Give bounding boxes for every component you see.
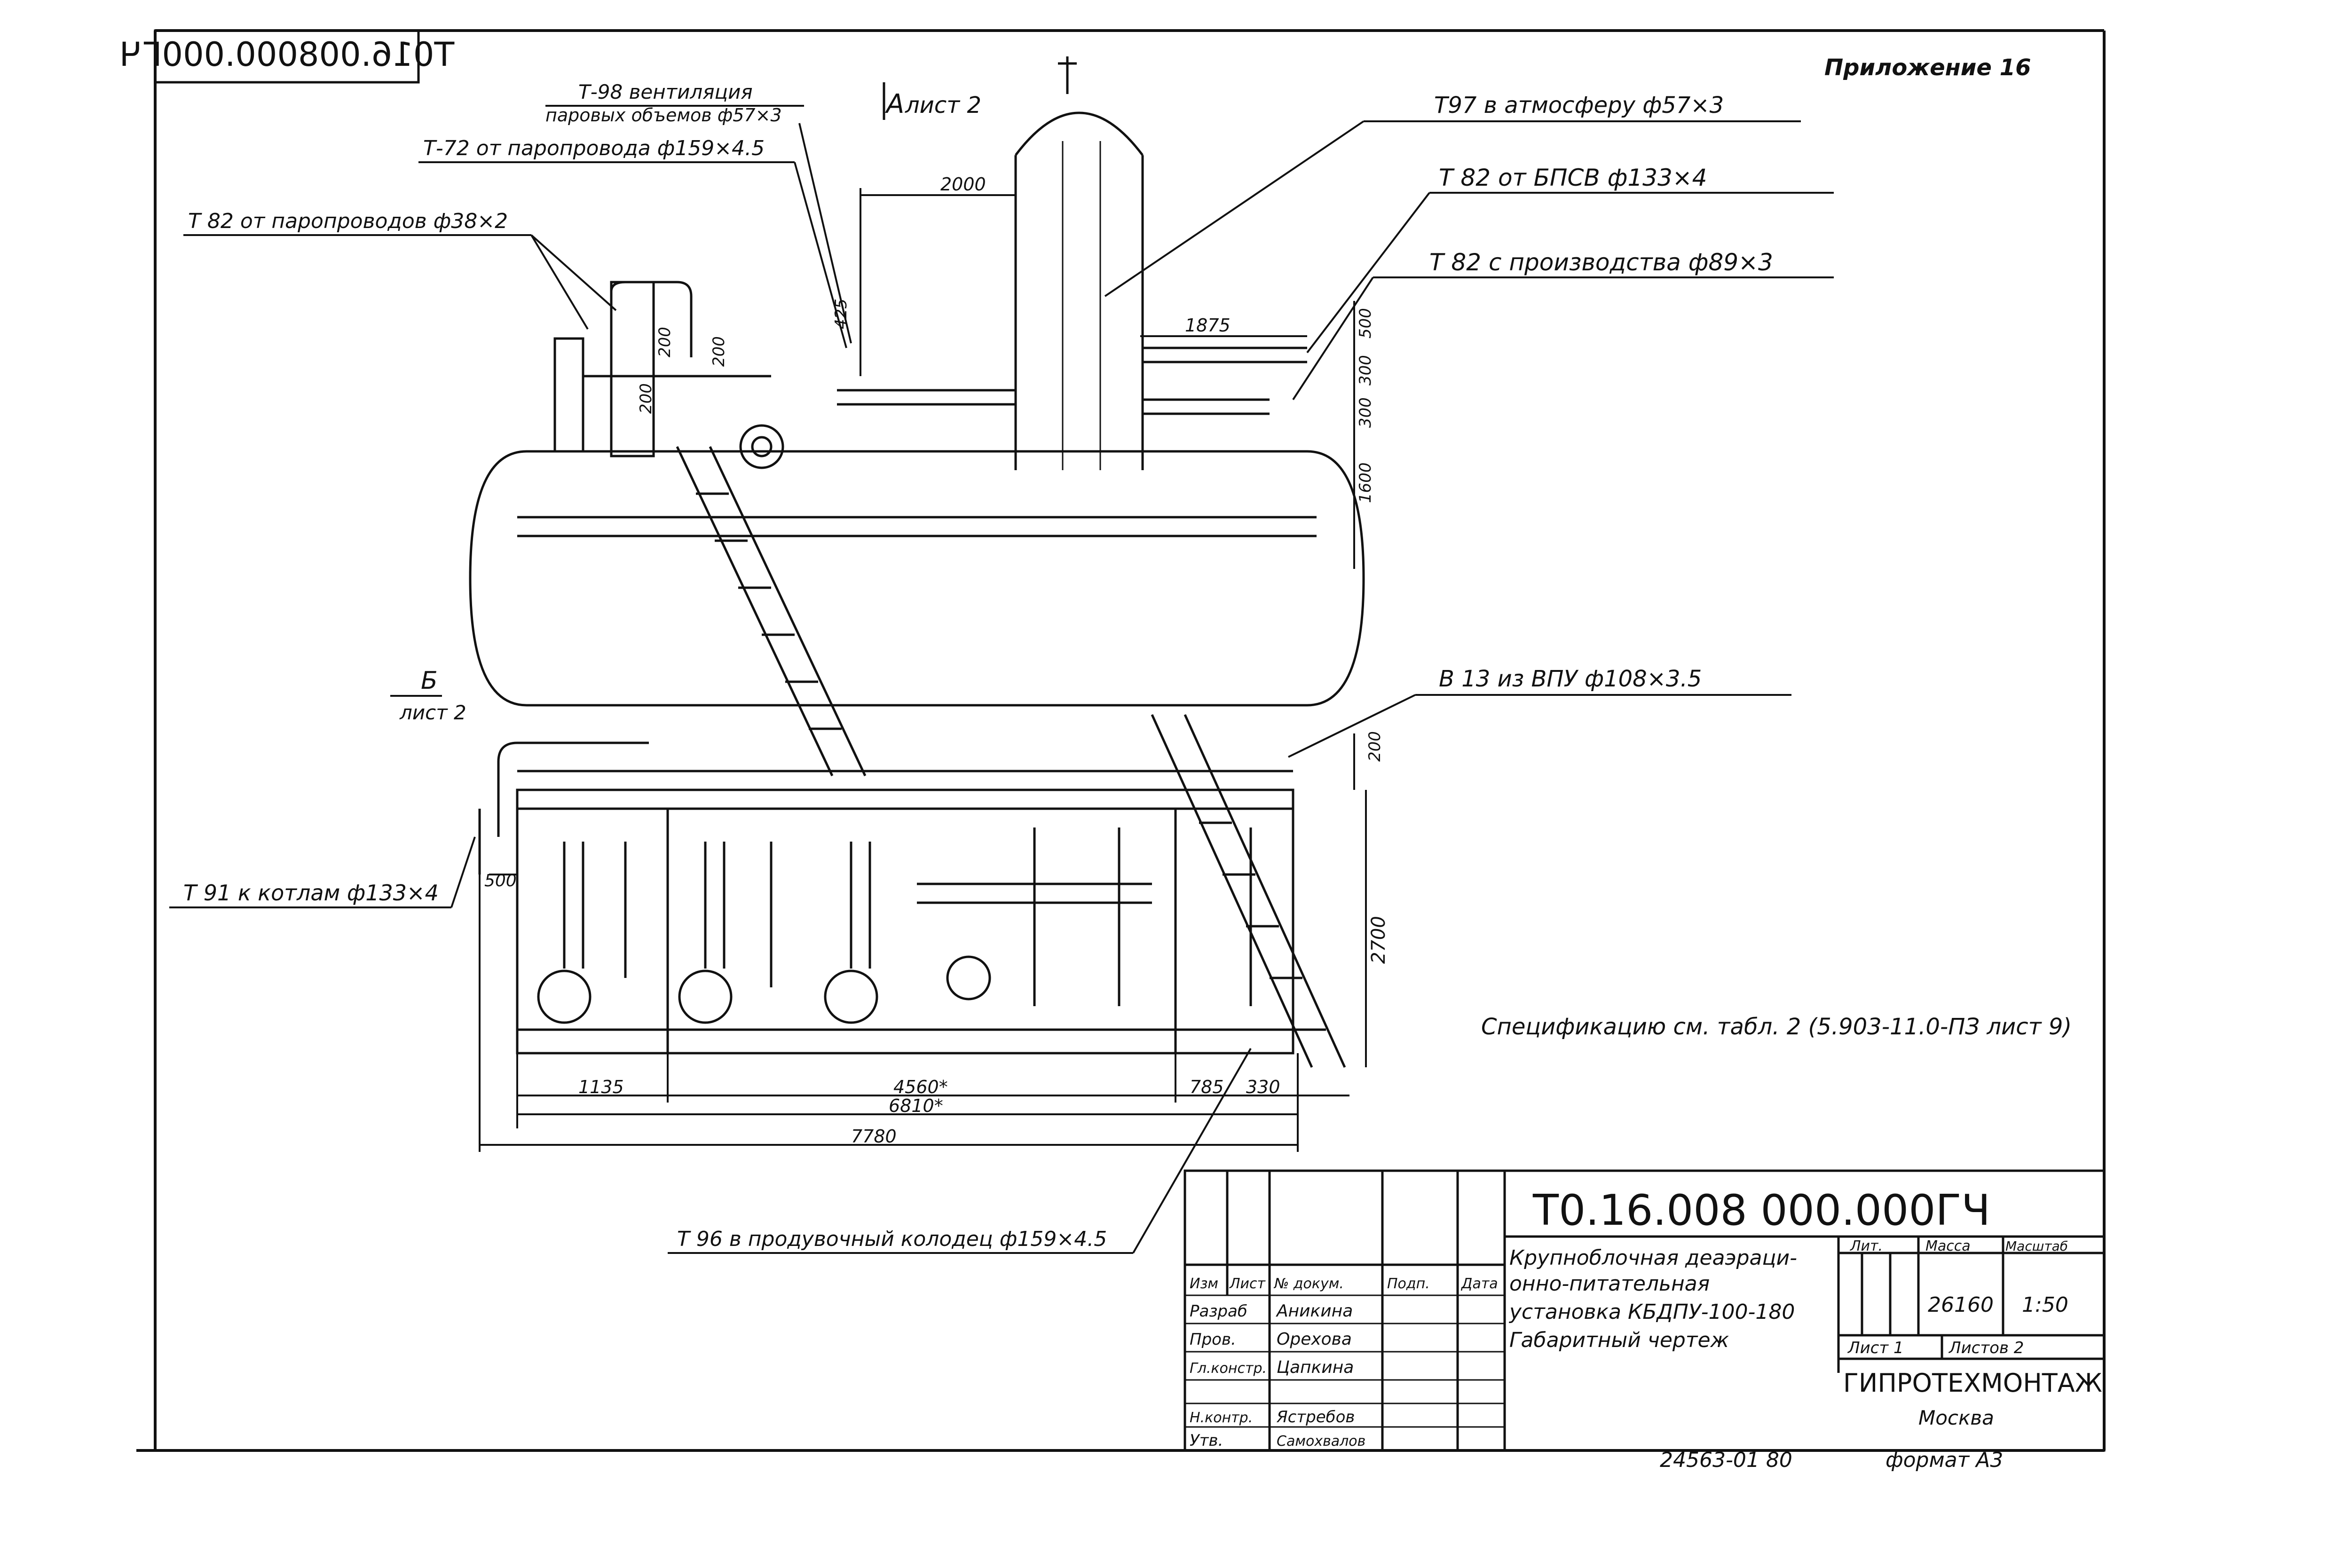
sheets-label: Листов 2	[1948, 1339, 2024, 1357]
role-glkonstr: Гл.констр.	[1190, 1360, 1267, 1377]
dimension-lines	[479, 188, 1367, 1152]
dim-785: 785	[1190, 1077, 1224, 1097]
dim-500-left: 500	[484, 871, 517, 890]
dim-200-right: 200	[1365, 731, 1384, 762]
dim-1135: 1135	[578, 1077, 624, 1097]
dim-2000: 2000	[940, 174, 986, 195]
org-name: ГИПРОТЕХМОНТАЖ	[1843, 1368, 2102, 1398]
dim-500-top: 500	[1356, 308, 1375, 339]
hdr-izm: Изм	[1190, 1276, 1218, 1292]
format-label: формат А3	[1886, 1448, 2003, 1472]
callout-t98: Т-98 вентиляция паровых объемов ф57×3	[545, 80, 852, 344]
callout-t82-bpsv: Т 82 от БПСВ ф133×4	[1306, 164, 1834, 354]
t82-bpsv-label: Т 82 от БПСВ ф133×4	[1439, 164, 1707, 191]
pump-1	[537, 969, 592, 1024]
hdr-date: Дата	[1460, 1276, 1498, 1292]
role-prov: Пров.	[1190, 1330, 1236, 1349]
appendix-label: Приложение 16	[1824, 55, 2031, 81]
title-block: Т0.16.008 000.000ГЧ Крупноблочная деаэра…	[1183, 1169, 2106, 1452]
callout-b13: В 13 из ВПУ ф108×3.5	[1288, 666, 1791, 758]
view-b-sheet: лист 2	[399, 701, 466, 724]
pump-2	[678, 969, 733, 1024]
t82-left-label: Т 82 от паропроводов ф38×2	[188, 209, 508, 233]
callout-t82-left: Т 82 от паропроводов ф38×2	[183, 209, 617, 330]
lower-frame	[516, 788, 1294, 1055]
name-razrab: Аникина	[1276, 1301, 1353, 1321]
dim-200-c: 200	[637, 383, 655, 414]
t91-label: Т 91 к котлам ф133×4	[183, 880, 439, 906]
t97-label: Т97 в атмосферу ф57×3	[1434, 92, 1724, 118]
title-line-4: Габаритный чертеж	[1509, 1328, 1729, 1352]
view-b-letter: Б	[421, 667, 438, 695]
callout-t97: Т97 в атмосферу ф57×3	[1104, 92, 1801, 297]
mass-label: Масса	[1925, 1238, 1971, 1254]
view-a-marker: А лист 2	[883, 82, 981, 120]
deaeration-column	[1014, 111, 1144, 470]
dim-200-a: 200	[710, 336, 728, 367]
org-city: Москва	[1918, 1406, 1994, 1429]
stamp-code-box: Т016.008000.000ГЧ	[119, 29, 455, 84]
sheet-label: Лист 1	[1847, 1339, 1904, 1357]
equipment-drawing	[469, 56, 1365, 1068]
dim-2700: 2700	[1368, 916, 1389, 964]
t72-label: Т-72 от паропровода ф159×4.5	[423, 136, 765, 160]
dim-1600: 1600	[1356, 462, 1375, 503]
dim-300-b: 300	[1356, 397, 1375, 428]
dim-1875: 1875	[1185, 315, 1231, 336]
name-nkontr: Ястребов	[1276, 1408, 1355, 1426]
bottom-code: 24563-01 80	[1660, 1448, 1792, 1472]
dim-200-b: 200	[655, 327, 674, 357]
t96-label: Т 96 в продувочный колодец ф159×4.5	[677, 1227, 1107, 1251]
view-b-marker: Б лист 2	[390, 667, 466, 724]
callout-t72: Т-72 от паропровода ф159×4.5	[418, 136, 847, 348]
callout-t96: Т 96 в продувочный колодец ф159×4.5	[668, 1048, 1252, 1254]
dimension-labels: 2000 425 200 200 200 1875 500 300 300 16…	[484, 174, 1389, 1147]
hdr-doc: № докум.	[1273, 1276, 1344, 1292]
callout-t82-prod: Т 82 с производства ф89×3	[1292, 249, 1834, 401]
dim-425: 425	[832, 299, 851, 329]
view-a-letter: А	[885, 89, 904, 119]
title-line-1: Крупноблочная деаэраци-	[1509, 1246, 1797, 1270]
t98-line1: Т-98 вентиляция	[578, 80, 753, 103]
t82-prod-label: Т 82 с производства ф89×3	[1429, 249, 1773, 276]
view-a-sheet: лист 2	[905, 92, 981, 118]
dim-7780: 7780	[851, 1126, 897, 1147]
b13-label: В 13 из ВПУ ф108×3.5	[1439, 666, 1702, 692]
role-razrab: Разраб	[1190, 1302, 1247, 1321]
role-utv: Утв.	[1190, 1431, 1223, 1450]
pump-3	[824, 969, 878, 1024]
dim-6810: 6810*	[889, 1095, 943, 1116]
hdr-list: Лист	[1229, 1276, 1266, 1292]
dim-300: 300	[1356, 355, 1375, 386]
doc-code: Т0.16.008 000.000ГЧ	[1532, 1186, 1990, 1235]
role-nkontr: Н.контр.	[1190, 1410, 1253, 1426]
name-prov: Орехова	[1277, 1330, 1352, 1349]
hdr-sign: Подп.	[1387, 1276, 1430, 1292]
stamp-code: Т016.008000.000ГЧ	[119, 35, 455, 74]
mass-value: 26160	[1928, 1293, 1994, 1317]
scale-label: Масштаб	[2005, 1238, 2068, 1254]
lit-label: Лит.	[1850, 1238, 1883, 1254]
callout-t91: Т 91 к котлам ф133×4	[169, 836, 476, 908]
title-line-3: установка КБДПУ-100-180	[1508, 1300, 1795, 1324]
t98-line2: паровых объемов ф57×3	[545, 105, 782, 126]
name-glkonstr: Цапкина	[1277, 1358, 1354, 1377]
pump-4	[946, 955, 991, 1001]
dim-4560: 4560*	[893, 1077, 948, 1097]
deaerator-tank	[469, 450, 1365, 707]
spec-note: Спецификацию см. табл. 2 (5.903-11.0-ПЗ …	[1481, 1014, 2072, 1040]
name-utv: Самохвалов	[1277, 1433, 1365, 1450]
dim-330: 330	[1246, 1077, 1280, 1097]
title-line-2: онно-питательная	[1509, 1272, 1710, 1296]
scale-value: 1:50	[2022, 1293, 2068, 1317]
